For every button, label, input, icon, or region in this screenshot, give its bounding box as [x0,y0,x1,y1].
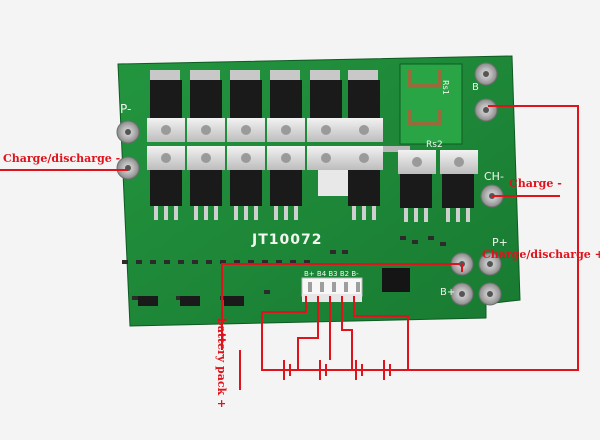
silk-balance-header: B+ B4 B3 B2 B- [304,270,359,278]
protection-ic [382,268,410,292]
smd-resistors [138,296,244,306]
label-charge-discharge-plus: Charge/discharge + [482,248,600,261]
silk-b-plus: B+ [440,287,456,298]
terminal-pads [116,62,504,306]
silk-rs2: Rs2 [426,140,443,150]
shunt-resistor-rs1 [408,70,442,126]
label-charge-minus: Charge - [509,177,562,190]
balance-connector [301,277,363,302]
annotation-wires [0,105,579,390]
silk-p-minus: P- [120,102,132,116]
mosfet-row-top [147,70,383,142]
silk-ch-minus: CH- [484,170,504,183]
board-model-label: JT10072 [252,232,323,248]
silk-b-label: B [472,82,479,93]
smd-components [122,236,446,300]
mosfet-row-bottom [147,146,478,222]
silk-p-plus: P+ [492,236,508,249]
label-charge-discharge-minus: Charge/discharge - [3,152,121,165]
label-battery-pack-plus: battery pack + [215,318,228,409]
silk-rs1: Rs1 [441,80,450,95]
shunt-resistor-rs2 [372,146,410,152]
battery-pack-diagram [261,296,410,380]
